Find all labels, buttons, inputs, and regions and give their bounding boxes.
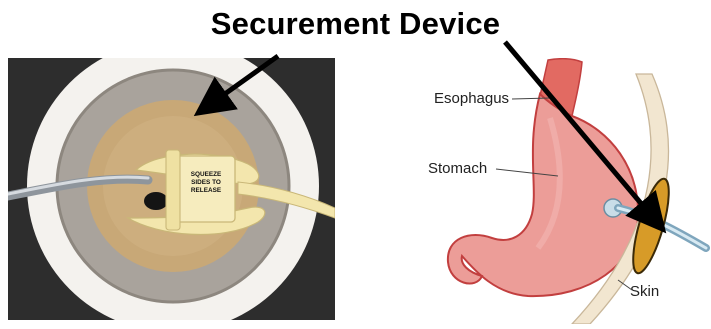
label-skin: Skin [630, 283, 659, 300]
device-text-line-3: RELEASE [191, 187, 222, 194]
label-esophagus: Esophagus [434, 90, 509, 107]
stomach-shape [448, 94, 638, 296]
device-text-line-2: SIDES TO [191, 179, 221, 186]
stomach-anatomy-diagram: Esophagus Stomach Skin [400, 58, 711, 324]
stoma-opening [144, 192, 168, 210]
figure-title: Securement Device [0, 6, 711, 42]
securement-device-photo: SQUEEZE SIDES TO RELEASE [8, 58, 335, 320]
label-stomach: Stomach [428, 160, 487, 177]
device-text-line-1: SQUEEZE [191, 171, 222, 178]
